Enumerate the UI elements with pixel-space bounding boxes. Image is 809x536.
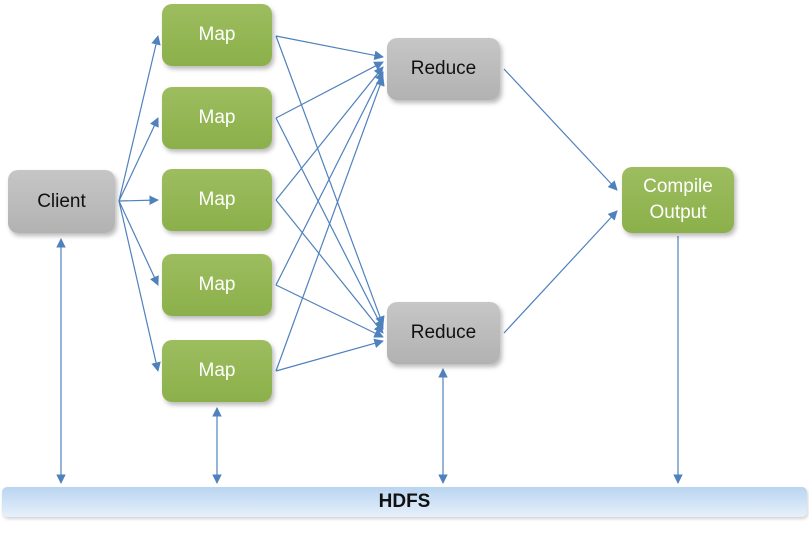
map-label: Map [198, 24, 236, 46]
arrow-line [275, 199, 384, 334]
client-node: Client [8, 170, 115, 233]
reduce-node-1: Reduce [387, 38, 500, 100]
arrow-line [275, 71, 384, 286]
map-label: Map [198, 360, 236, 382]
map-node-1: Map [162, 4, 272, 66]
reduce-to-output-arrows [503, 68, 618, 334]
map-label: Map [198, 274, 236, 296]
arrow-line [118, 117, 159, 202]
arrow-line [275, 66, 384, 201]
map-node-2: Map [162, 87, 272, 149]
reduce-node-2: Reduce [387, 302, 500, 364]
hdfs-arrows [56, 236, 683, 484]
arrow-line [275, 35, 385, 326]
map-label: Map [198, 189, 236, 211]
compile-output-node: Compile Output [622, 167, 734, 233]
arrow-line [118, 35, 161, 202]
map-node-4: Map [162, 254, 272, 316]
compile-output-label: Compile Output [643, 176, 713, 223]
reduce-label: Reduce [410, 58, 477, 80]
arrow-line [118, 200, 159, 286]
map-node-5: Map [162, 340, 272, 402]
reduce-label: Reduce [410, 322, 477, 344]
hdfs-label: HDFS [378, 491, 431, 512]
arrow-line [118, 200, 161, 372]
arrow-line [503, 68, 618, 191]
arrow-line [275, 338, 384, 372]
arrow-line [275, 76, 385, 372]
arrow-line [275, 35, 384, 61]
map-label: Map [198, 107, 236, 129]
arrow-line [275, 117, 384, 330]
client-label: Client [37, 190, 86, 212]
arrow-line [118, 195, 159, 206]
hdfs-bar: HDFS [2, 487, 807, 517]
client-to-map-arrows [118, 35, 161, 372]
map-node-3: Map [162, 169, 272, 231]
arrow-line [503, 210, 618, 334]
arrow-line [275, 284, 384, 338]
map-to-reduce-arrows [275, 35, 385, 372]
arrow-line [275, 61, 384, 119]
